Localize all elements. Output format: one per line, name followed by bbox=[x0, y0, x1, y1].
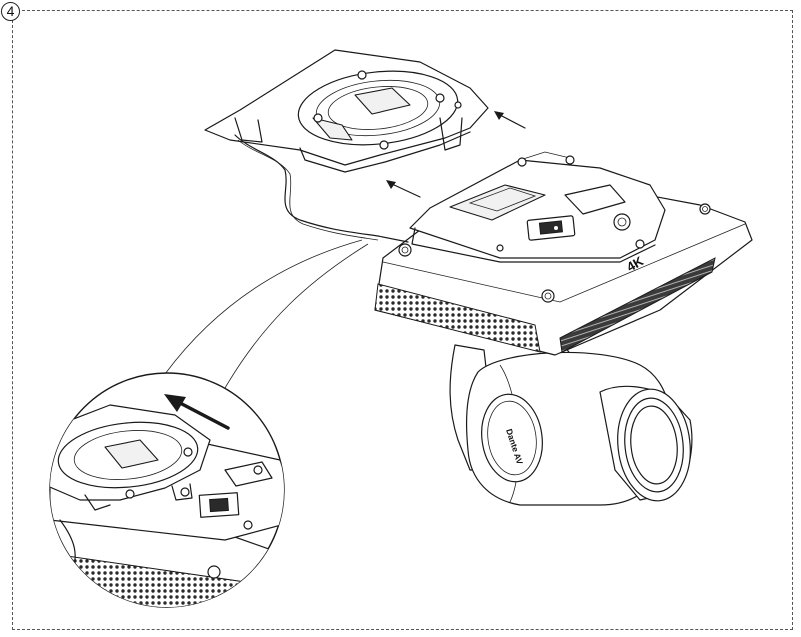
zoom-detail-view bbox=[49, 372, 285, 608]
step-number-badge: 4 bbox=[1, 2, 20, 21]
camera-mounting-plate bbox=[409, 151, 666, 263]
camera-head: Dante AV bbox=[449, 339, 693, 506]
callout-line-right bbox=[224, 243, 369, 389]
slide-direction-arrows bbox=[386, 111, 526, 198]
side-vent bbox=[559, 257, 716, 353]
zoom-slide-arrow bbox=[164, 394, 186, 412]
callout-line-left bbox=[164, 239, 363, 375]
dashed-border-frame bbox=[12, 10, 793, 630]
safety-cable bbox=[234, 134, 409, 243]
model-mark-label: 4K bbox=[624, 253, 646, 275]
front-grille bbox=[374, 283, 541, 353]
detached-ceiling-plate bbox=[204, 49, 489, 173]
